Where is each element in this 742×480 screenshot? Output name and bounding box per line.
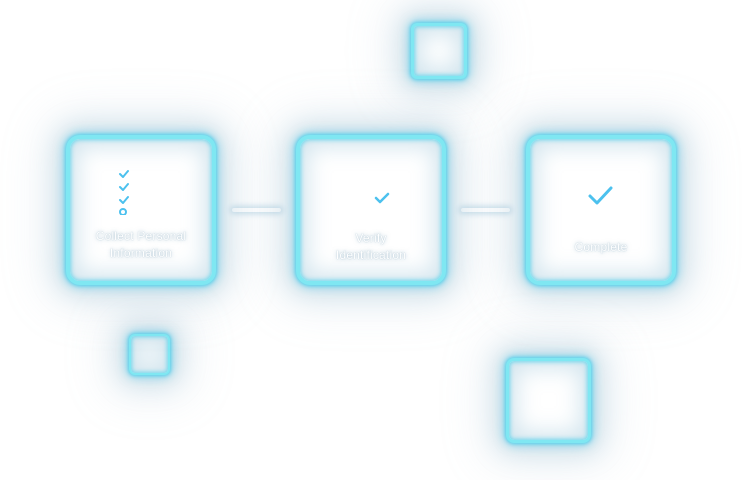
step-label-line-2: Identification [335,248,407,262]
decorative-square-top [411,23,467,79]
checklist-icon [118,167,164,220]
step-label-line-1: Complete [574,240,628,254]
decorative-square-left [129,334,170,375]
step-connector-2 [461,208,510,212]
step-connector-1 [232,208,281,212]
step-complete[interactable]: Complete [526,135,676,285]
id-card-check-icon [340,171,402,216]
step-label: Complete [530,239,672,256]
step-label: Collect Personal Information [70,228,212,262]
check-circle-icon [576,170,626,225]
decorative-square-bottom [506,358,591,443]
step-verify-identification[interactable]: Verify Identification [296,135,446,285]
step-label: Verify Identification [300,230,442,264]
step-label-line-2: Information [109,246,173,260]
step-label-line-1: Verify [355,231,387,245]
step-collect-personal-information[interactable]: Collect Personal Information [66,135,216,285]
step-label-line-1: Collect Personal [95,229,187,243]
